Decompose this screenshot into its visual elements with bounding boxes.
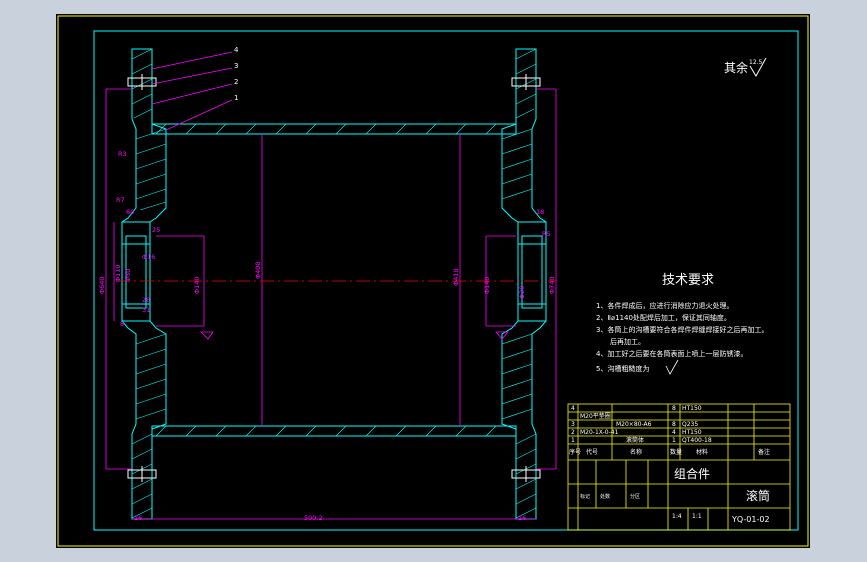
roughness-note-value: 12.5 xyxy=(749,59,763,66)
right-bolt-bottom xyxy=(511,466,541,482)
left-bolt-bottom xyxy=(127,466,157,482)
bom-header-qty: 数量 xyxy=(670,448,682,456)
bom-mat-2: HT150 xyxy=(682,429,702,436)
bom-qty-4: 8 xyxy=(672,405,676,412)
drum-shell xyxy=(151,123,517,437)
title-label-a: 标记 xyxy=(580,493,590,500)
left-flange xyxy=(121,48,167,520)
dim-small-3: 28 xyxy=(142,296,150,304)
dim-small-1: R7 xyxy=(116,196,125,204)
dim-right-width: 16 xyxy=(518,514,526,522)
bom-name-4: M20平垫圈 xyxy=(580,412,611,420)
dim-shaft-right: Φ140 xyxy=(483,276,491,294)
tech-title: 技术要求 xyxy=(662,273,714,288)
dim-small-11: 8 xyxy=(120,320,124,328)
right-flange xyxy=(501,48,547,520)
roughness-symbol-icon xyxy=(749,57,767,77)
dim-small-9: Φ20 xyxy=(518,286,526,299)
part-no-1: 1 xyxy=(234,94,238,102)
title-block: 组合件 滚筒 YQ-01-02 1:4 1:1 标记 处数 分区 xyxy=(580,466,770,524)
dim-small-12: R5 xyxy=(542,230,551,238)
inner-border xyxy=(93,30,799,531)
tech-req-5: 5、沟槽粗糙度为 xyxy=(596,364,649,373)
left-bolt-top xyxy=(127,74,157,90)
part-number-labels: 4 3 2 1 xyxy=(234,46,239,102)
tech-req-3: 3、各筒上的沟槽要符合各焊件焊缝焊接好之后再加工。 xyxy=(596,325,768,334)
dim-small-10: 18 xyxy=(536,208,544,216)
part-leaders xyxy=(151,51,233,131)
dim-outer-dia: Φ640 xyxy=(98,276,106,294)
bom-no-4: 4 xyxy=(571,405,575,412)
part-no-3: 3 xyxy=(234,62,238,70)
bom-qty-1: 1 xyxy=(672,437,676,444)
bom-mat-1: QT400-18 xyxy=(682,437,712,444)
bom-header-no: 序号 xyxy=(569,448,581,456)
tech-req-1: 1、各件焊成后，应进行消除应力退火处理。 xyxy=(596,301,733,310)
bom-mat-3: Q235 xyxy=(682,421,698,428)
dim-small-6: Φ110 xyxy=(114,264,122,282)
title-block-grid xyxy=(567,403,791,531)
dim-small-8: 25 xyxy=(152,226,160,234)
title-scale: 1:4 xyxy=(672,513,682,520)
bom-no-2: 2 xyxy=(571,429,575,436)
outer-frame xyxy=(57,15,809,547)
title-drawing-no: YQ-01-02 xyxy=(731,515,770,524)
title-part-name: 滚筒 xyxy=(746,488,770,503)
bom-header-name: 名称 xyxy=(630,448,642,456)
bom-header-code: 代号 xyxy=(586,448,598,456)
dim-flange-right: Φ740 xyxy=(548,276,556,294)
bom-mat-4: HT150 xyxy=(682,405,702,412)
title-label-c: 分区 xyxy=(630,493,640,500)
tech-req-4: 4、加工好之后要在各筒表面上喷上一层防锈漆。 xyxy=(596,349,747,358)
dim-small-0: R3 xyxy=(118,150,127,158)
tech-req-2: 2、Ⅱ⌀1140处配焊后加工，保证其同轴度。 xyxy=(596,313,731,322)
bom-header-material: 材料 xyxy=(696,448,708,456)
bom-name-1: 滚筒体 xyxy=(626,436,644,444)
dimension-lines xyxy=(105,88,557,520)
bom-name-2: M20-1X-0-41 xyxy=(580,429,619,436)
bom-qty-2: 4 xyxy=(672,429,676,436)
title-sheet: 1:1 xyxy=(692,513,702,520)
roughness-note: 其余 12.5 xyxy=(724,57,767,77)
bom-table: 4 M20平垫圈 8 HT150 3 M20×80-A6 8 Q235 2 M2… xyxy=(569,405,770,456)
bom-no-1: 1 xyxy=(571,437,575,444)
roughness-note-label: 其余 xyxy=(724,60,748,75)
tech-req-3b: 后再加工。 xyxy=(610,337,645,346)
bom-name-3: M20×80-A6 xyxy=(616,421,652,428)
req-roughness-icon xyxy=(665,359,679,375)
dim-overall-length: 500.2 xyxy=(304,514,323,522)
dim-left-width: 16 xyxy=(134,514,142,522)
dimension-texts: 500.2 16 16 Φ640 Φ140 Φ140 Φ408 Φ418 Φ74… xyxy=(98,150,556,522)
cad-drawing: 4 3 2 1 500.2 16 16 Φ640 Φ140 Φ140 Φ408 … xyxy=(57,15,809,547)
dim-small-5: Φ16 xyxy=(142,253,155,261)
drawing-sheet: 4 3 2 1 500.2 16 16 Φ640 Φ140 Φ140 Φ408 … xyxy=(56,14,810,548)
dim-drum-dia: Φ418 xyxy=(452,268,460,286)
bom-header-note: 备注 xyxy=(758,448,770,456)
right-bolt-top xyxy=(511,74,541,90)
part-no-2: 2 xyxy=(234,78,238,86)
bom-no-3: 3 xyxy=(571,421,575,428)
dim-small-4: 31 xyxy=(142,306,150,314)
technical-requirements: 技术要求 1、各件焊成后，应进行消除应力退火处理。 2、Ⅱ⌀1140处配焊后加工… xyxy=(596,273,768,375)
dim-bore-dia: Φ408 xyxy=(254,261,262,279)
dim-shaft-left: Φ140 xyxy=(193,276,201,294)
dim-small-7: Φ50 xyxy=(124,269,132,282)
title-label-b: 处数 xyxy=(600,493,610,500)
part-no-4: 4 xyxy=(234,46,239,54)
dim-small-2: 60 xyxy=(126,208,134,216)
title-assembly: 组合件 xyxy=(674,466,710,481)
bom-qty-3: 8 xyxy=(672,421,676,428)
